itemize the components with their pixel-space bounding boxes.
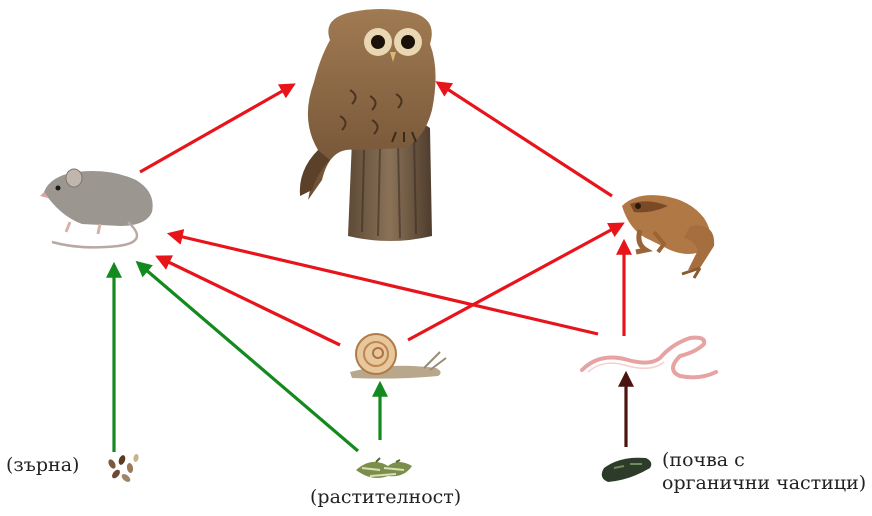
arrow-mouse-to-owl: [140, 85, 293, 172]
soil-label-line2: органични частици): [662, 471, 866, 495]
arrow-snail-to-frog: [408, 224, 622, 340]
soil-label-line1: (почва с: [662, 448, 745, 472]
arrow-worm-to-mouse: [170, 234, 598, 334]
arrow-frog-to-owl: [438, 83, 612, 196]
arrow-vegetation-to-mouse: [138, 263, 358, 451]
arrow-snail-to-mouse: [158, 257, 340, 345]
vegetation-icon: [356, 458, 412, 478]
grains-label: (зърна): [6, 453, 79, 477]
soil-icon: [602, 458, 652, 482]
grains-icon: [107, 454, 139, 484]
snail-icon: [350, 334, 446, 379]
owl-on-stump-icon: [300, 9, 436, 241]
frog-icon: [622, 195, 714, 278]
vegetation-label: (растителност): [310, 485, 461, 509]
mouse-icon: [40, 169, 153, 247]
earthworm-icon: [582, 338, 716, 378]
